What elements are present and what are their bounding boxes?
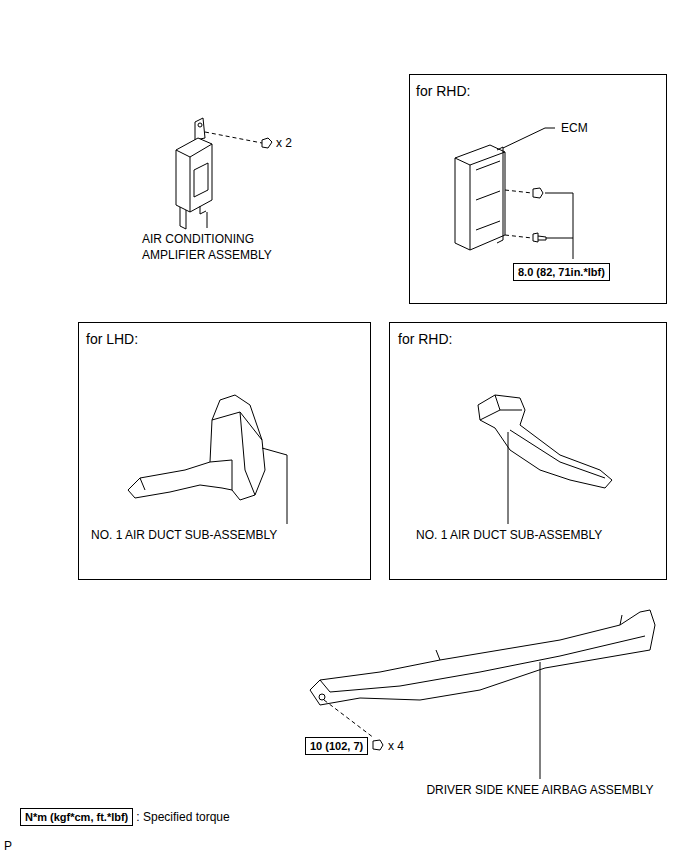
torque-box: 10 (102, 7): [305, 737, 368, 755]
torque-box: 8.0 (82, 71in.*lbf): [513, 263, 610, 281]
panel-heading: for RHD:: [416, 83, 470, 99]
panel-heading: for LHD:: [86, 331, 138, 347]
quantity: x 2: [276, 135, 292, 151]
legend-torque-box: N*m (kgf*cm, ft.*lbf): [20, 808, 133, 826]
part-name: ECM: [561, 121, 588, 135]
part-name: DRIVER SIDE KNEE AIRBAG ASSEMBLY: [426, 782, 653, 798]
lhd-duct-drawing: [128, 395, 287, 524]
part-name: NO. 1 AIR DUCT SUB-ASSEMBLY: [91, 528, 277, 542]
part-name: NO. 1 AIR DUCT SUB-ASSEMBLY: [416, 528, 602, 542]
part-name: AIR CONDITIONING AMPLIFIER ASSEMBLY: [142, 231, 292, 263]
ecm-drawing: [455, 128, 573, 259]
variant-panel: for RHD: NO. 1 AIR DUCT SUB-ASSEMBLY: [389, 322, 667, 580]
page-mark: P: [4, 838, 12, 854]
panel-heading: for RHD:: [398, 331, 452, 347]
variant-panel: for LHD: NO. 1 AIR DUCT SUB-ASSEMBLY: [78, 322, 371, 580]
torque-value: 10 (102, 7): [310, 739, 363, 753]
variant-panel: for RHD: ECM 8.0 (82, 71in.*lbf): [409, 74, 667, 304]
quantity: x 4: [388, 738, 404, 754]
torque-value: 8.0 (82, 71in.*lbf): [518, 265, 605, 279]
legend-text: : Specified torque: [136, 809, 229, 825]
torque-unit: N*m (kgf*cm, ft.*lbf): [25, 810, 128, 824]
rhd-duct-drawing: [478, 395, 612, 524]
ac-amplifier-drawing: [176, 118, 272, 229]
